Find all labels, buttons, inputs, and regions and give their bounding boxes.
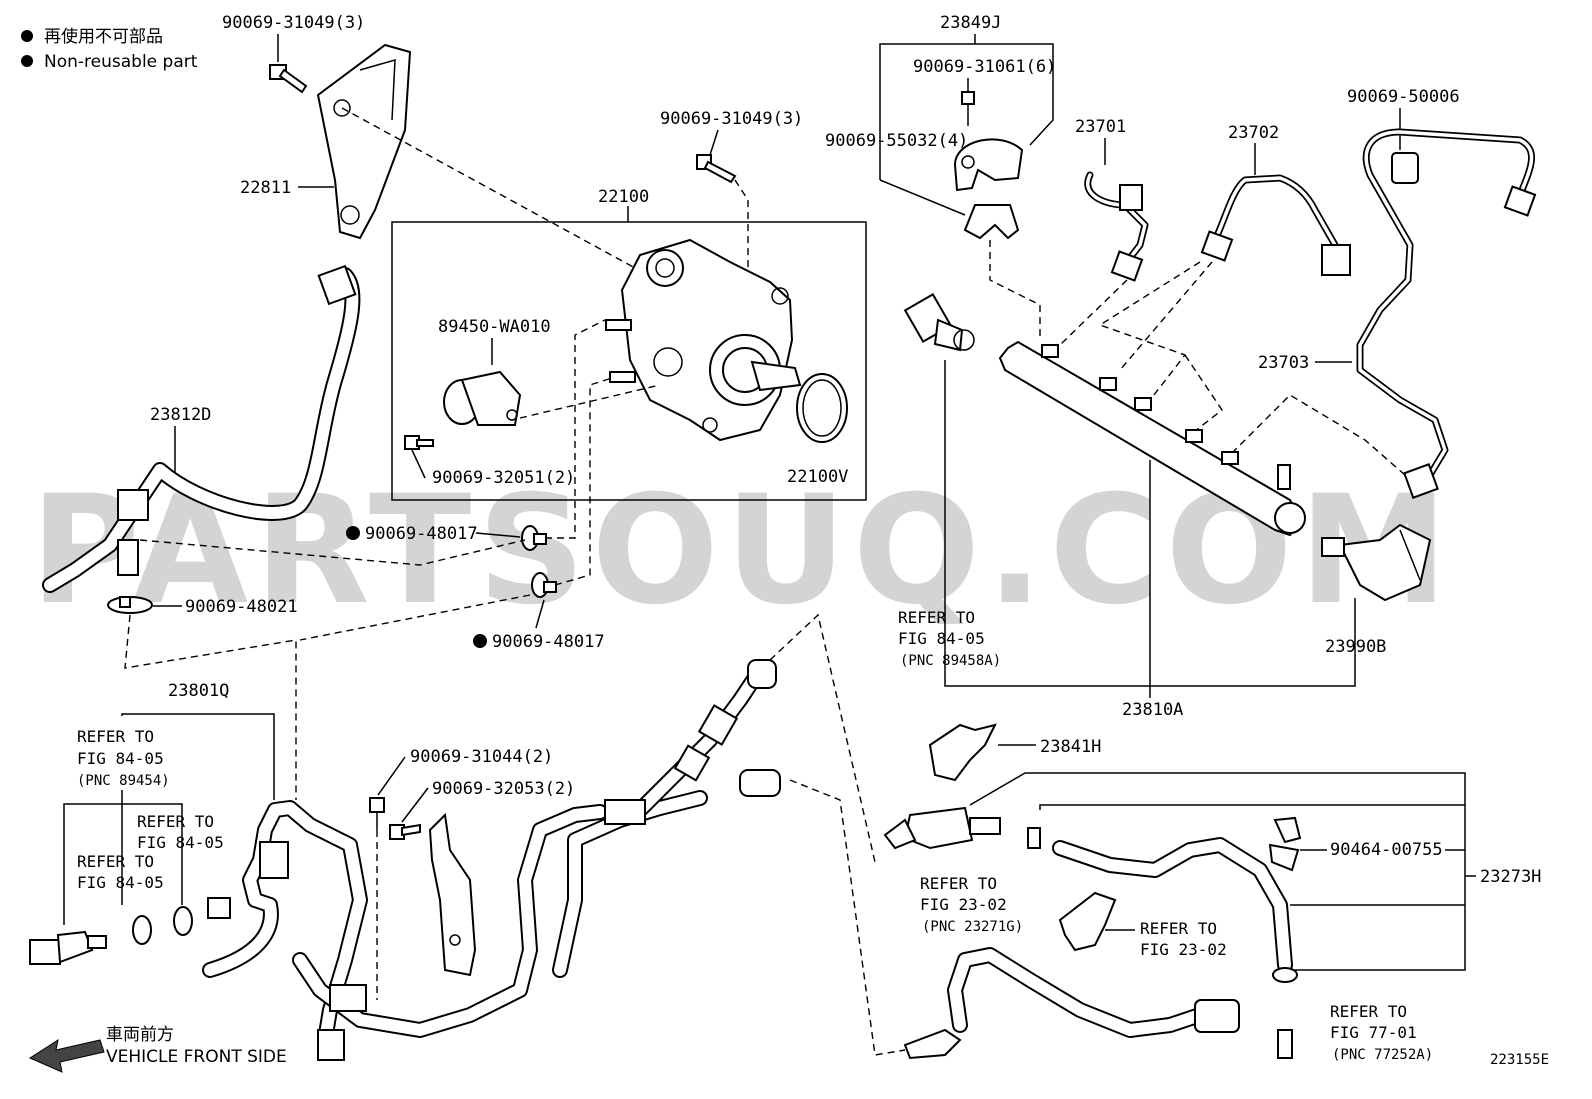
fuel-hose[interactable] [903, 947, 1240, 1060]
part-label-22100V[interactable]: 22100V [787, 467, 848, 487]
part-label-90464[interactable]: 90464-00755 [1330, 840, 1443, 860]
part-label-23273H[interactable]: 23273H [1480, 867, 1541, 887]
legend-en: Non-reusable part [44, 52, 198, 72]
hose-assembly-23273H[interactable] [883, 806, 1298, 983]
o-ring[interactable] [132, 915, 152, 945]
part-label-90069-31061[interactable]: 90069-31061(6) [913, 57, 1056, 77]
svg-text:FIG 84-05: FIG 84-05 [898, 629, 985, 648]
part-label-90069-31049-b[interactable]: 90069-31049(3) [660, 109, 803, 129]
svg-text:FIG 77-01: FIG 77-01 [1330, 1023, 1417, 1042]
svg-text:FIG 23-02: FIG 23-02 [1140, 940, 1227, 959]
figure-id: 223155E [1490, 1052, 1549, 1068]
non-reusable-dot-icon [21, 55, 33, 67]
part-label-90069-48021[interactable]: 90069-48021 [185, 597, 298, 617]
wire-clamp-90069-50006[interactable] [1391, 152, 1419, 184]
supply-pump-22100[interactable] [605, 238, 802, 442]
bracket-22811[interactable] [316, 43, 412, 240]
common-rail-23810A[interactable] [998, 340, 1306, 537]
svg-text:REFER TO: REFER TO [1140, 919, 1217, 938]
injector-wire-23702[interactable] [1200, 174, 1351, 276]
o-ring[interactable] [173, 906, 193, 936]
part-label-23801Q[interactable]: 23801Q [168, 681, 229, 701]
fuel-pipe-23801Q[interactable] [202, 659, 781, 1061]
part-label-22811[interactable]: 22811 [240, 178, 291, 198]
reference-note-fig-77-01-pnc-77252A[interactable]: REFER TO FIG 77-01 (PNC 77252A) [1330, 1002, 1433, 1063]
svg-text:(PNC 89458A): (PNC 89458A) [900, 653, 1001, 669]
vehicle-front-arrow-icon [28, 1038, 105, 1073]
reference-note-fig-23-02[interactable]: REFER TO FIG 23-02 [1140, 919, 1227, 959]
svg-text:REFER TO: REFER TO [1330, 1002, 1407, 1021]
reference-note-fig-84-05-pnc-89458A[interactable]: REFER TO FIG 84-05 (PNC 89458A) [898, 608, 1001, 669]
reference-note-fig-84-05-pnc-89454[interactable]: REFER TO FIG 84-05 (PNC 89454) [77, 727, 170, 789]
svg-text:REFER TO: REFER TO [77, 727, 154, 746]
pressure-limiter-23990B[interactable] [1321, 523, 1432, 602]
bolt-icon[interactable] [961, 91, 975, 126]
svg-text:FIG 84-05: FIG 84-05 [77, 873, 164, 892]
svg-text:FIG 84-05: FIG 84-05 [137, 833, 224, 852]
part-label-23812D[interactable]: 23812D [150, 405, 211, 425]
bolt-icon[interactable] [269, 64, 308, 94]
clamp-90069-48017-b[interactable] [531, 572, 557, 598]
o-ring-22100V[interactable] [796, 373, 848, 443]
part-label-23701[interactable]: 23701 [1075, 117, 1126, 137]
injector-wire-23703[interactable] [1356, 128, 1537, 499]
legend-jp: 再使用不可部品 [44, 26, 163, 47]
clamp-90069-48017-a[interactable] [521, 525, 547, 551]
pump-assembly-box [391, 221, 867, 501]
part-label-22100[interactable]: 22100 [598, 187, 649, 207]
reference-note-fig-23-02-pnc-23271G[interactable]: REFER TO FIG 23-02 (PNC 23271G) [920, 874, 1023, 935]
part-label-90069-55032[interactable]: 90069-55032(4) [825, 131, 968, 151]
svg-text:REFER TO: REFER TO [77, 852, 154, 871]
clamp-half-upper[interactable] [953, 138, 1024, 192]
front-side-jp: 車両前方 [106, 1025, 174, 1045]
bolt-icon[interactable] [696, 154, 737, 184]
reference-note-fig-84-05[interactable]: REFER TO FIG 84-05 [137, 812, 224, 852]
part-label-23990B[interactable]: 23990B [1325, 637, 1386, 657]
rail-pressure-sensor[interactable] [903, 293, 975, 352]
clip-23841H[interactable] [928, 723, 997, 782]
svg-text:REFER TO: REFER TO [898, 608, 975, 627]
non-reusable-dot-icon [473, 634, 487, 648]
part-label-23849J[interactable]: 23849J [940, 13, 1001, 33]
non-reusable-dot-icon [21, 30, 33, 42]
svg-text:FIG 23-02: FIG 23-02 [920, 895, 1007, 914]
part-label-23841H[interactable]: 23841H [1040, 737, 1101, 757]
clamp-90464-00755[interactable] [1268, 816, 1302, 872]
reference-note-fig-84-05[interactable]: REFER TO FIG 84-05 [77, 852, 164, 892]
bolt-icon[interactable] [404, 435, 434, 450]
part-label-90069-48017-a[interactable]: 90069-48017 [365, 524, 478, 544]
part-label-90069-31044[interactable]: 90069-31044(2) [410, 747, 553, 767]
part-label-90069-31049-a[interactable]: 90069-31049(3) [222, 13, 365, 33]
part-label-90069-32053[interactable]: 90069-32053(2) [432, 779, 575, 799]
svg-text:(PNC 89454): (PNC 89454) [77, 773, 170, 789]
part-label-89450[interactable]: 89450-WA010 [438, 317, 551, 337]
clamp-90069-48021[interactable] [107, 596, 153, 614]
svg-text:REFER TO: REFER TO [137, 812, 214, 831]
part-label-23810A[interactable]: 23810A [1122, 700, 1183, 720]
svg-text:(PNC 77252A): (PNC 77252A) [1332, 1047, 1433, 1063]
part-label-23702[interactable]: 23702 [1228, 123, 1279, 143]
fuel-temp-sensor-89450[interactable] [443, 370, 522, 426]
svg-text:REFER TO: REFER TO [920, 874, 997, 893]
bolt-icon[interactable] [389, 823, 421, 840]
part-label-23703[interactable]: 23703 [1258, 353, 1309, 373]
fuel-hose-23812D[interactable] [42, 264, 361, 593]
svg-text:FIG 84-05: FIG 84-05 [77, 749, 164, 768]
legend: 再使用不可部品 Non-reusable part [21, 26, 198, 72]
clamp-half-lower[interactable] [963, 204, 1020, 240]
front-side-en: VEHICLE FRONT SIDE [106, 1047, 287, 1067]
injector-wire-23701[interactable] [1084, 171, 1149, 282]
bracket-plate[interactable] [428, 812, 477, 977]
part-label-90069-32051[interactable]: 90069-32051(2) [432, 468, 575, 488]
bolt-icon[interactable] [369, 797, 385, 830]
non-reusable-dot-icon [346, 526, 360, 540]
part-label-90069-50006[interactable]: 90069-50006 [1347, 87, 1460, 107]
temperature-sensor[interactable] [29, 930, 107, 965]
pipe-end[interactable] [1277, 1029, 1293, 1059]
part-label-90069-48017-b[interactable]: 90069-48017 [492, 632, 605, 652]
svg-text:(PNC 23271G): (PNC 23271G) [922, 919, 1023, 935]
clip-bracket[interactable] [1058, 891, 1117, 952]
